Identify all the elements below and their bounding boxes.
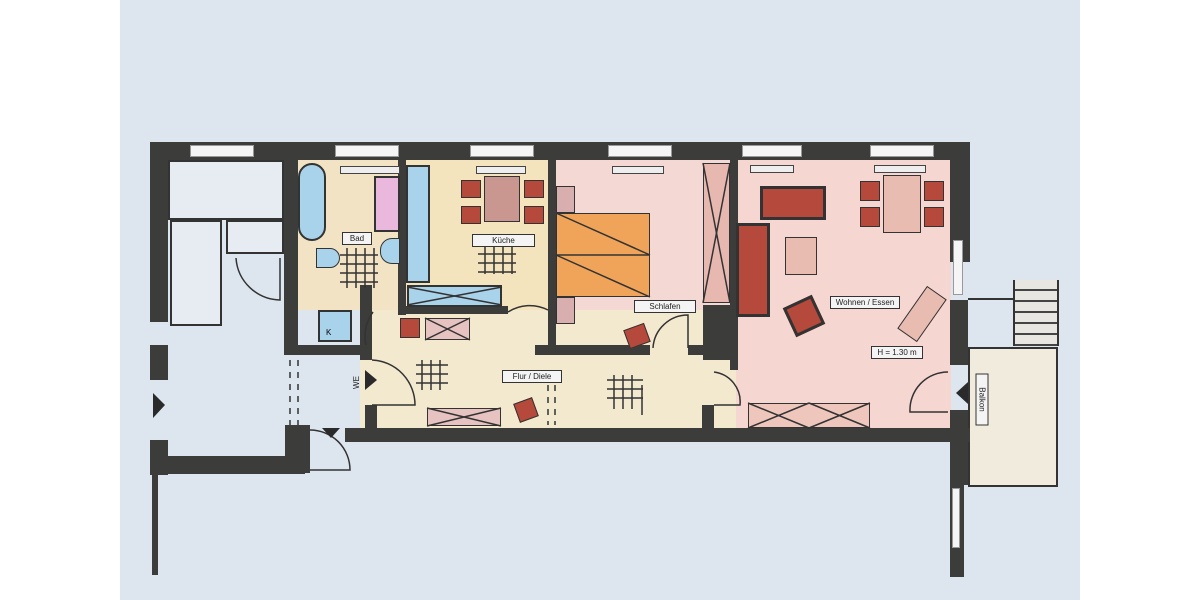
label-balkon: Balkon [975, 373, 989, 426]
wall-left-lower [150, 345, 168, 380]
window [608, 145, 672, 157]
wall-schlafen-bottom [535, 345, 650, 355]
balcony-landing [968, 298, 1013, 346]
bathtub-icon [298, 163, 326, 241]
wall-right [950, 142, 970, 262]
window-side [953, 240, 963, 295]
coffee-table-icon [785, 237, 817, 275]
label-bad: Bad [342, 232, 372, 245]
label-wohnen: Wohnen / Essen [830, 296, 900, 309]
chair-icon [461, 180, 481, 198]
wall-bath-kitchen [398, 150, 406, 315]
window-side [952, 488, 960, 548]
nightstand-icon [556, 186, 575, 213]
window-tag [476, 166, 526, 174]
dining-table-icon [883, 175, 921, 233]
sofa-icon [760, 186, 826, 220]
chair-icon [924, 181, 944, 201]
wall-bottom [345, 428, 970, 442]
window-tag [750, 165, 794, 173]
wall-entry-stub [285, 425, 310, 473]
storage-k-icon: K [318, 310, 352, 342]
window [335, 145, 399, 157]
wall-right-low [950, 410, 968, 485]
neighbor-room [170, 220, 222, 326]
wall-schlafen-bottom2 [688, 345, 733, 355]
wall-bottom-left [150, 456, 305, 474]
window [190, 145, 254, 157]
stool-icon [400, 318, 420, 338]
neighbor-room [226, 220, 284, 254]
chair-icon [524, 206, 544, 224]
sideboard-icon [748, 403, 870, 428]
entrance-arrow-icon [153, 370, 968, 438]
label-flur: Flur / Diele [502, 370, 562, 383]
window [870, 145, 934, 157]
sofa-icon [736, 223, 770, 317]
washing-machine-icon [374, 176, 400, 232]
wall-right-mid [950, 300, 968, 365]
sink-icon [380, 238, 400, 264]
room-balkon [968, 347, 1058, 487]
toilet-icon [316, 248, 340, 268]
window [470, 145, 534, 157]
window-tag [612, 166, 664, 174]
window [742, 145, 802, 157]
label-schlafen: Schlafen [634, 300, 696, 313]
entrance-label: WE [351, 376, 361, 389]
kitchen-counter-icon [406, 165, 430, 283]
wall-kitchen-bottom [398, 306, 508, 314]
wall-bath-left [284, 160, 298, 355]
wall-flur-wohnen [702, 405, 714, 435]
chair-icon [860, 207, 880, 227]
chair-icon [524, 180, 544, 198]
chair-icon [860, 181, 880, 201]
dining-table-icon [484, 176, 520, 222]
ceiling-height-label: H = 1.30 m [871, 346, 923, 359]
stairs-icon [1013, 280, 1059, 346]
wall-flur-left [360, 285, 372, 360]
chair-icon [924, 207, 944, 227]
window-tag [874, 165, 926, 173]
wall-schlafen-wohnen [730, 150, 738, 370]
neighbor-room [168, 160, 284, 220]
wall-left [150, 142, 168, 322]
wall-kitchen-schlafen [548, 150, 556, 355]
window-tag [340, 166, 400, 174]
nightstand-icon [556, 297, 575, 324]
wall-bath-bottom [284, 345, 364, 355]
chair-icon [461, 206, 481, 224]
wall-left-ext [152, 475, 158, 575]
label-kueche: Küche [472, 234, 535, 247]
